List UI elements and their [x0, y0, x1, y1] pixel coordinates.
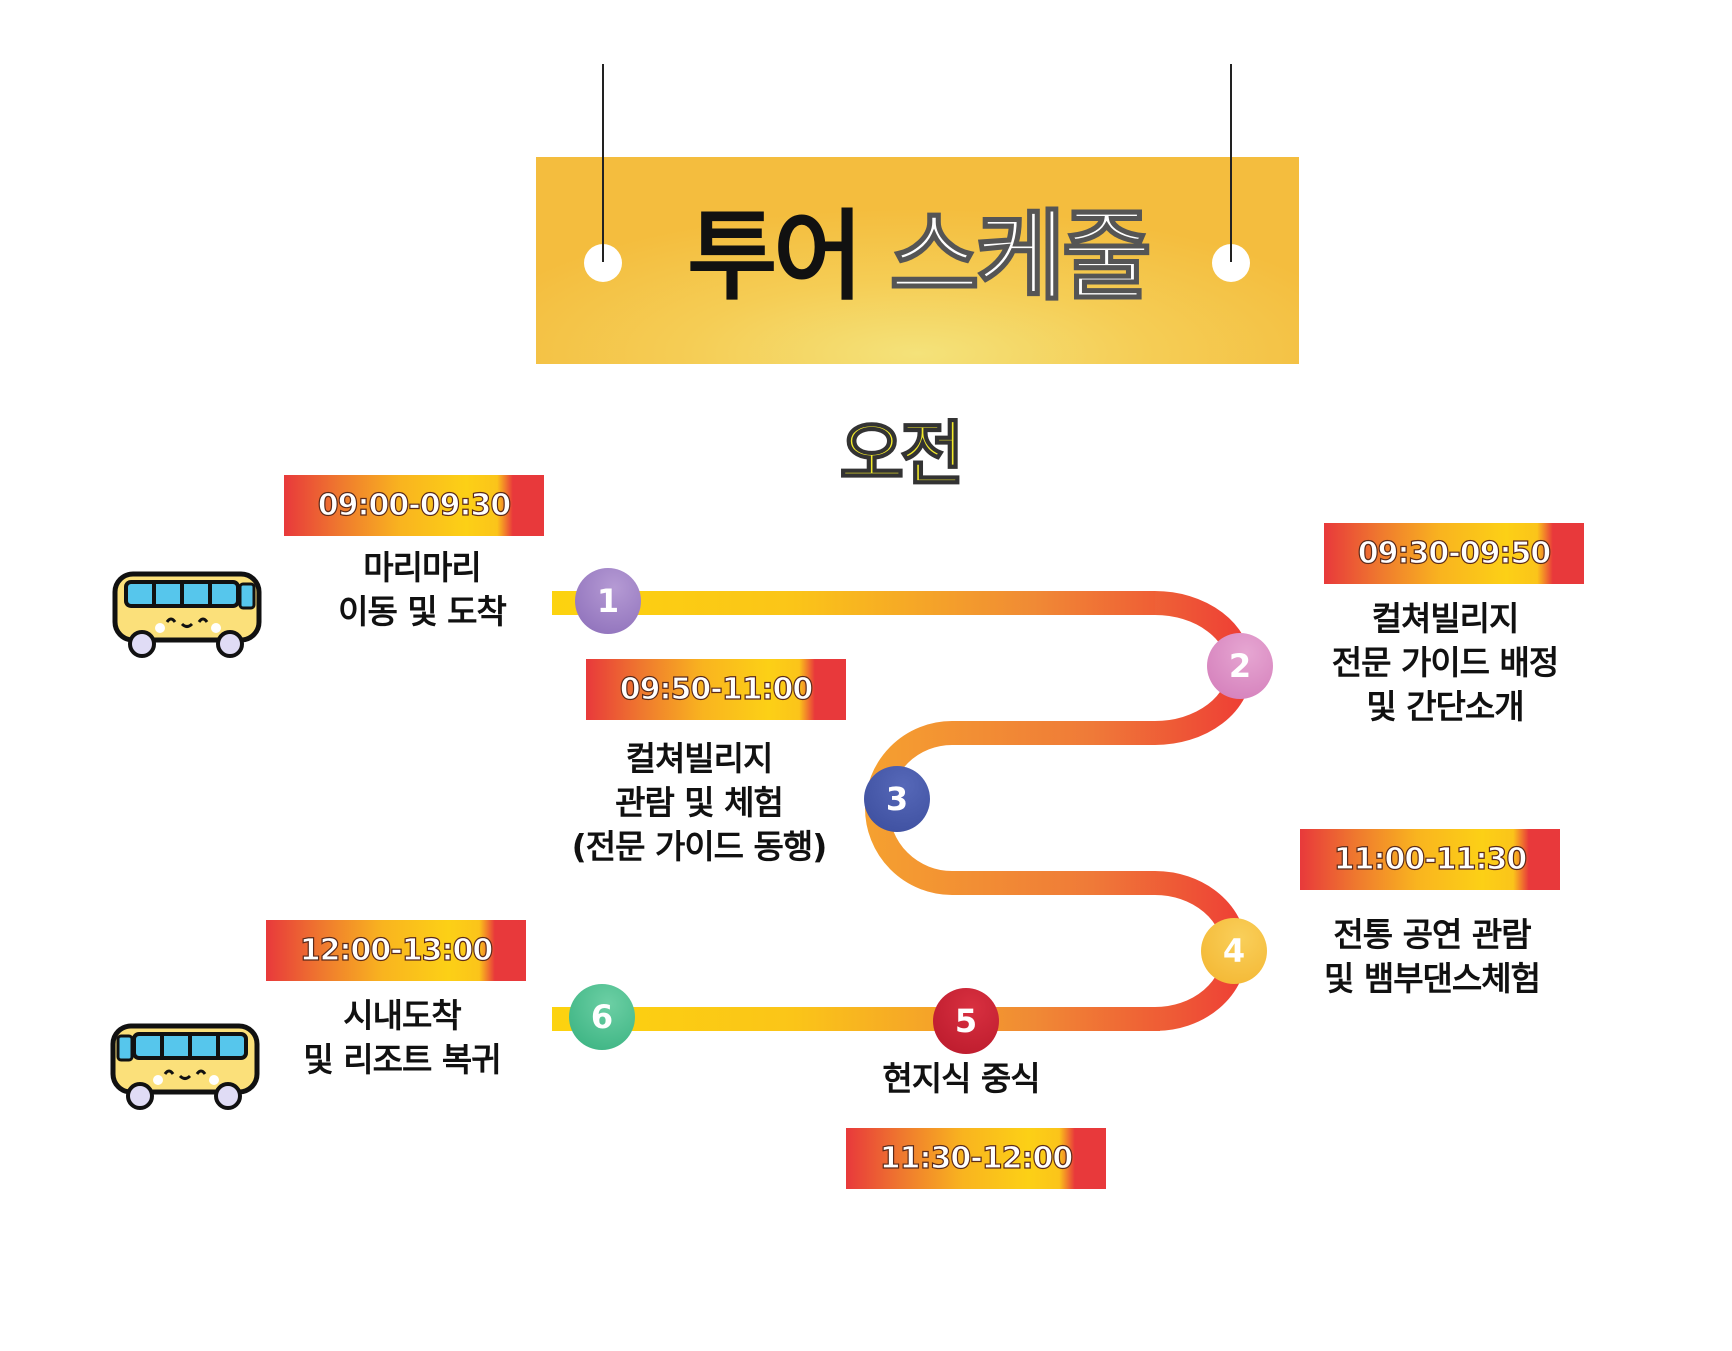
- title-part2: 스케줄: [888, 199, 1152, 315]
- label-line: 전문 가이드 배정: [1331, 643, 1559, 682]
- label-line: 및 간단소개: [1366, 687, 1524, 726]
- label-line: 및 뱀부댄스체험: [1323, 959, 1541, 998]
- label-line: 현지식 중식: [882, 1059, 1040, 1098]
- label-line: 시내도착: [343, 996, 461, 1035]
- time-badge-2: 09:30-09:50: [1324, 523, 1584, 584]
- time-badge-3: 09:50-11:00: [586, 659, 846, 720]
- label-line: 이동 및 도착: [338, 592, 507, 631]
- label-line: 컬쳐빌리지: [625, 739, 774, 778]
- label-line: 전통 공연 관람: [1333, 915, 1531, 954]
- step-label-1: 마리마리 이동 및 도착: [338, 546, 507, 634]
- step-label-3: 컬쳐빌리지 관람 및 체험 (전문 가이드 동행): [571, 737, 828, 869]
- label-line: 관람 및 체험: [615, 783, 784, 822]
- hanging-string-left-lower: [602, 157, 604, 262]
- bus-icon: [110, 1023, 260, 1110]
- step-label-5: 현지식 중식: [882, 1057, 1040, 1101]
- step-node-2: 2: [1207, 633, 1273, 699]
- time-badge-4: 11:00-11:30: [1300, 829, 1560, 890]
- time-badge-5: 11:30-12:00: [846, 1128, 1106, 1189]
- label-line: 마리마리: [363, 548, 481, 587]
- bus-icon: [112, 571, 262, 658]
- label-line: 컬쳐빌리지: [1371, 599, 1520, 638]
- time-badge-1: 09:00-09:30: [284, 475, 544, 536]
- step-node-3: 3: [864, 766, 930, 832]
- step-node-4: 4: [1201, 918, 1267, 984]
- step-label-4: 전통 공연 관람 및 뱀부댄스체험: [1323, 913, 1541, 1001]
- section-subtitle: 오전: [839, 412, 966, 496]
- step-node-6: 6: [569, 984, 635, 1050]
- title-part1: 투어: [687, 200, 863, 314]
- step-node-5: 5: [933, 988, 999, 1054]
- step-node-1: 1: [575, 568, 641, 634]
- label-line: (전문 가이드 동행): [571, 827, 828, 866]
- step-label-2: 컬쳐빌리지 전문 가이드 배정 및 간단소개: [1332, 597, 1559, 729]
- step-label-6: 시내도착 및 리조트 복귀: [303, 994, 501, 1082]
- hanging-string-right-lower: [1230, 157, 1232, 262]
- time-badge-6: 12:00-13:00: [266, 920, 526, 981]
- label-line: 및 리조트 복귀: [303, 1040, 501, 1079]
